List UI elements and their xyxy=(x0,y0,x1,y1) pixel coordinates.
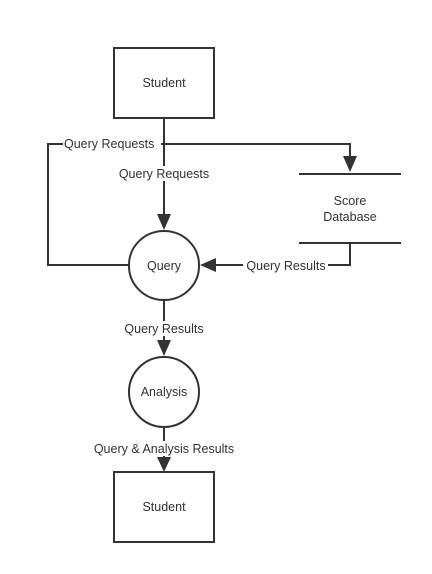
student-bottom-box xyxy=(113,471,215,543)
query-process xyxy=(128,230,200,301)
database-label-line1: Score xyxy=(334,194,367,208)
arrowhead-into-student-bottom xyxy=(157,457,171,472)
label-query-requests-loop: Query Requests xyxy=(64,137,154,151)
student-top-label: Student xyxy=(142,76,186,90)
label-query-results-from-db: Query Results xyxy=(246,259,325,273)
student-top-box xyxy=(113,47,215,119)
analysis-process xyxy=(128,356,200,428)
query-label: Query xyxy=(147,259,182,273)
arrowhead-into-database xyxy=(343,156,357,172)
label-query-results-down: Query Results xyxy=(124,322,203,336)
arrowhead-into-query xyxy=(157,214,171,230)
student-bottom-label: Student xyxy=(142,500,186,514)
label-query-analysis-results: Query & Analysis Results xyxy=(94,442,234,456)
arrowhead-db-results-into-query xyxy=(200,258,216,272)
label-query-requests-down: Query Requests xyxy=(119,167,209,181)
analysis-label: Analysis xyxy=(141,385,188,399)
database-label-line2: Database xyxy=(323,210,377,224)
edge-student-to-database xyxy=(164,143,351,158)
arrowhead-into-analysis xyxy=(157,340,171,356)
